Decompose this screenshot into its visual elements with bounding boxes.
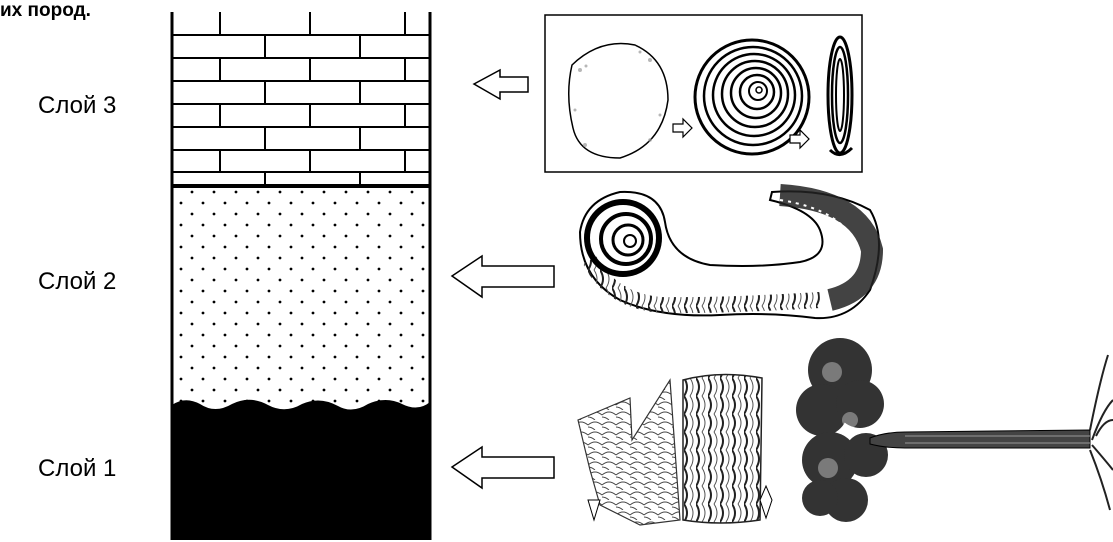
bark-fragment-icon	[683, 374, 772, 523]
layer-1-solid	[172, 400, 430, 540]
arrow-layer-2	[452, 256, 554, 297]
rock-column	[172, 12, 430, 540]
ammonite-icon	[580, 191, 879, 318]
layer-3-brick	[172, 12, 430, 185]
scale-bark-fragment-icon	[578, 380, 680, 525]
layer-2-dots	[172, 188, 430, 410]
arrow-layer-1	[452, 447, 554, 488]
arrow-layer-3	[474, 70, 528, 99]
fossil-layer-3-panel	[545, 15, 862, 172]
tree-icon	[796, 338, 1113, 522]
